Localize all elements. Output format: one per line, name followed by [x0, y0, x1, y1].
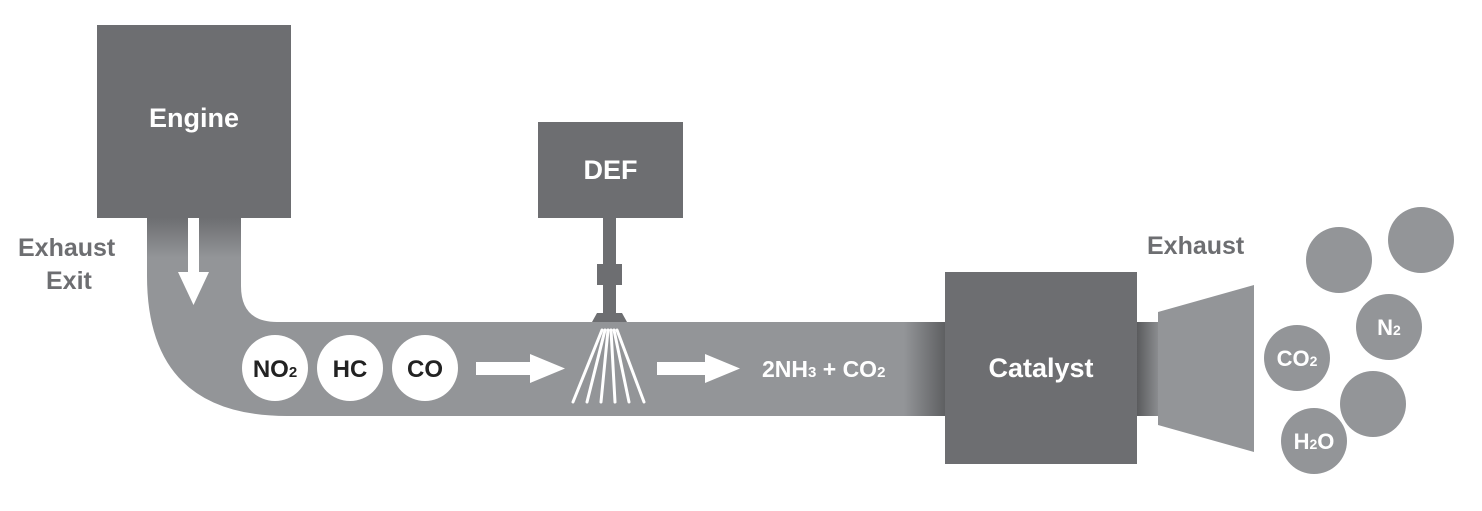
svg-text:CO: CO: [407, 356, 443, 383]
input-molecule-co: CO: [392, 335, 458, 401]
catalyst-box: [945, 272, 1137, 464]
exhaust-exit-label: Exhaust: [18, 234, 116, 262]
output-molecule-unlabeled: [1340, 371, 1406, 437]
catalyst-label: Catalyst: [988, 353, 1093, 383]
flow-arrow-icon: [476, 354, 565, 383]
flow-arrow-icon: [657, 354, 740, 383]
catalyst-inlet-shade: [904, 322, 950, 416]
svg-text:CO2: CO2: [1277, 346, 1318, 371]
svg-text:NO2: NO2: [253, 356, 297, 383]
output-molecule-co2: CO2: [1264, 325, 1330, 391]
outlet-pipe: [1136, 322, 1162, 416]
output-molecule-n2: N2: [1356, 294, 1422, 360]
spray-icon: [571, 328, 646, 404]
def-label: DEF: [584, 155, 638, 185]
output-molecule-unlabeled: [1306, 227, 1372, 293]
down-arrow-icon: [178, 218, 209, 305]
exhaust-cone: [1158, 285, 1254, 452]
input-molecule-no2: NO2: [242, 335, 308, 401]
svg-text:N2: N2: [1377, 315, 1401, 340]
exhaust-exit-label-line2: Exit: [46, 267, 93, 295]
engine-label: Engine: [149, 103, 239, 133]
engine-box: [97, 25, 291, 218]
output-molecule-h2o: H2O: [1281, 408, 1347, 474]
exhaust-out-label: Exhaust: [1147, 232, 1245, 260]
def-injector: [592, 218, 627, 322]
input-molecule-hc: HC: [317, 335, 383, 401]
def-box: [538, 122, 683, 218]
svg-text:H2O: H2O: [1294, 429, 1335, 454]
reaction-formula: 2NH3 + CO2: [762, 356, 885, 382]
output-molecule-unlabeled: [1388, 207, 1454, 273]
svg-text:HC: HC: [333, 356, 368, 383]
